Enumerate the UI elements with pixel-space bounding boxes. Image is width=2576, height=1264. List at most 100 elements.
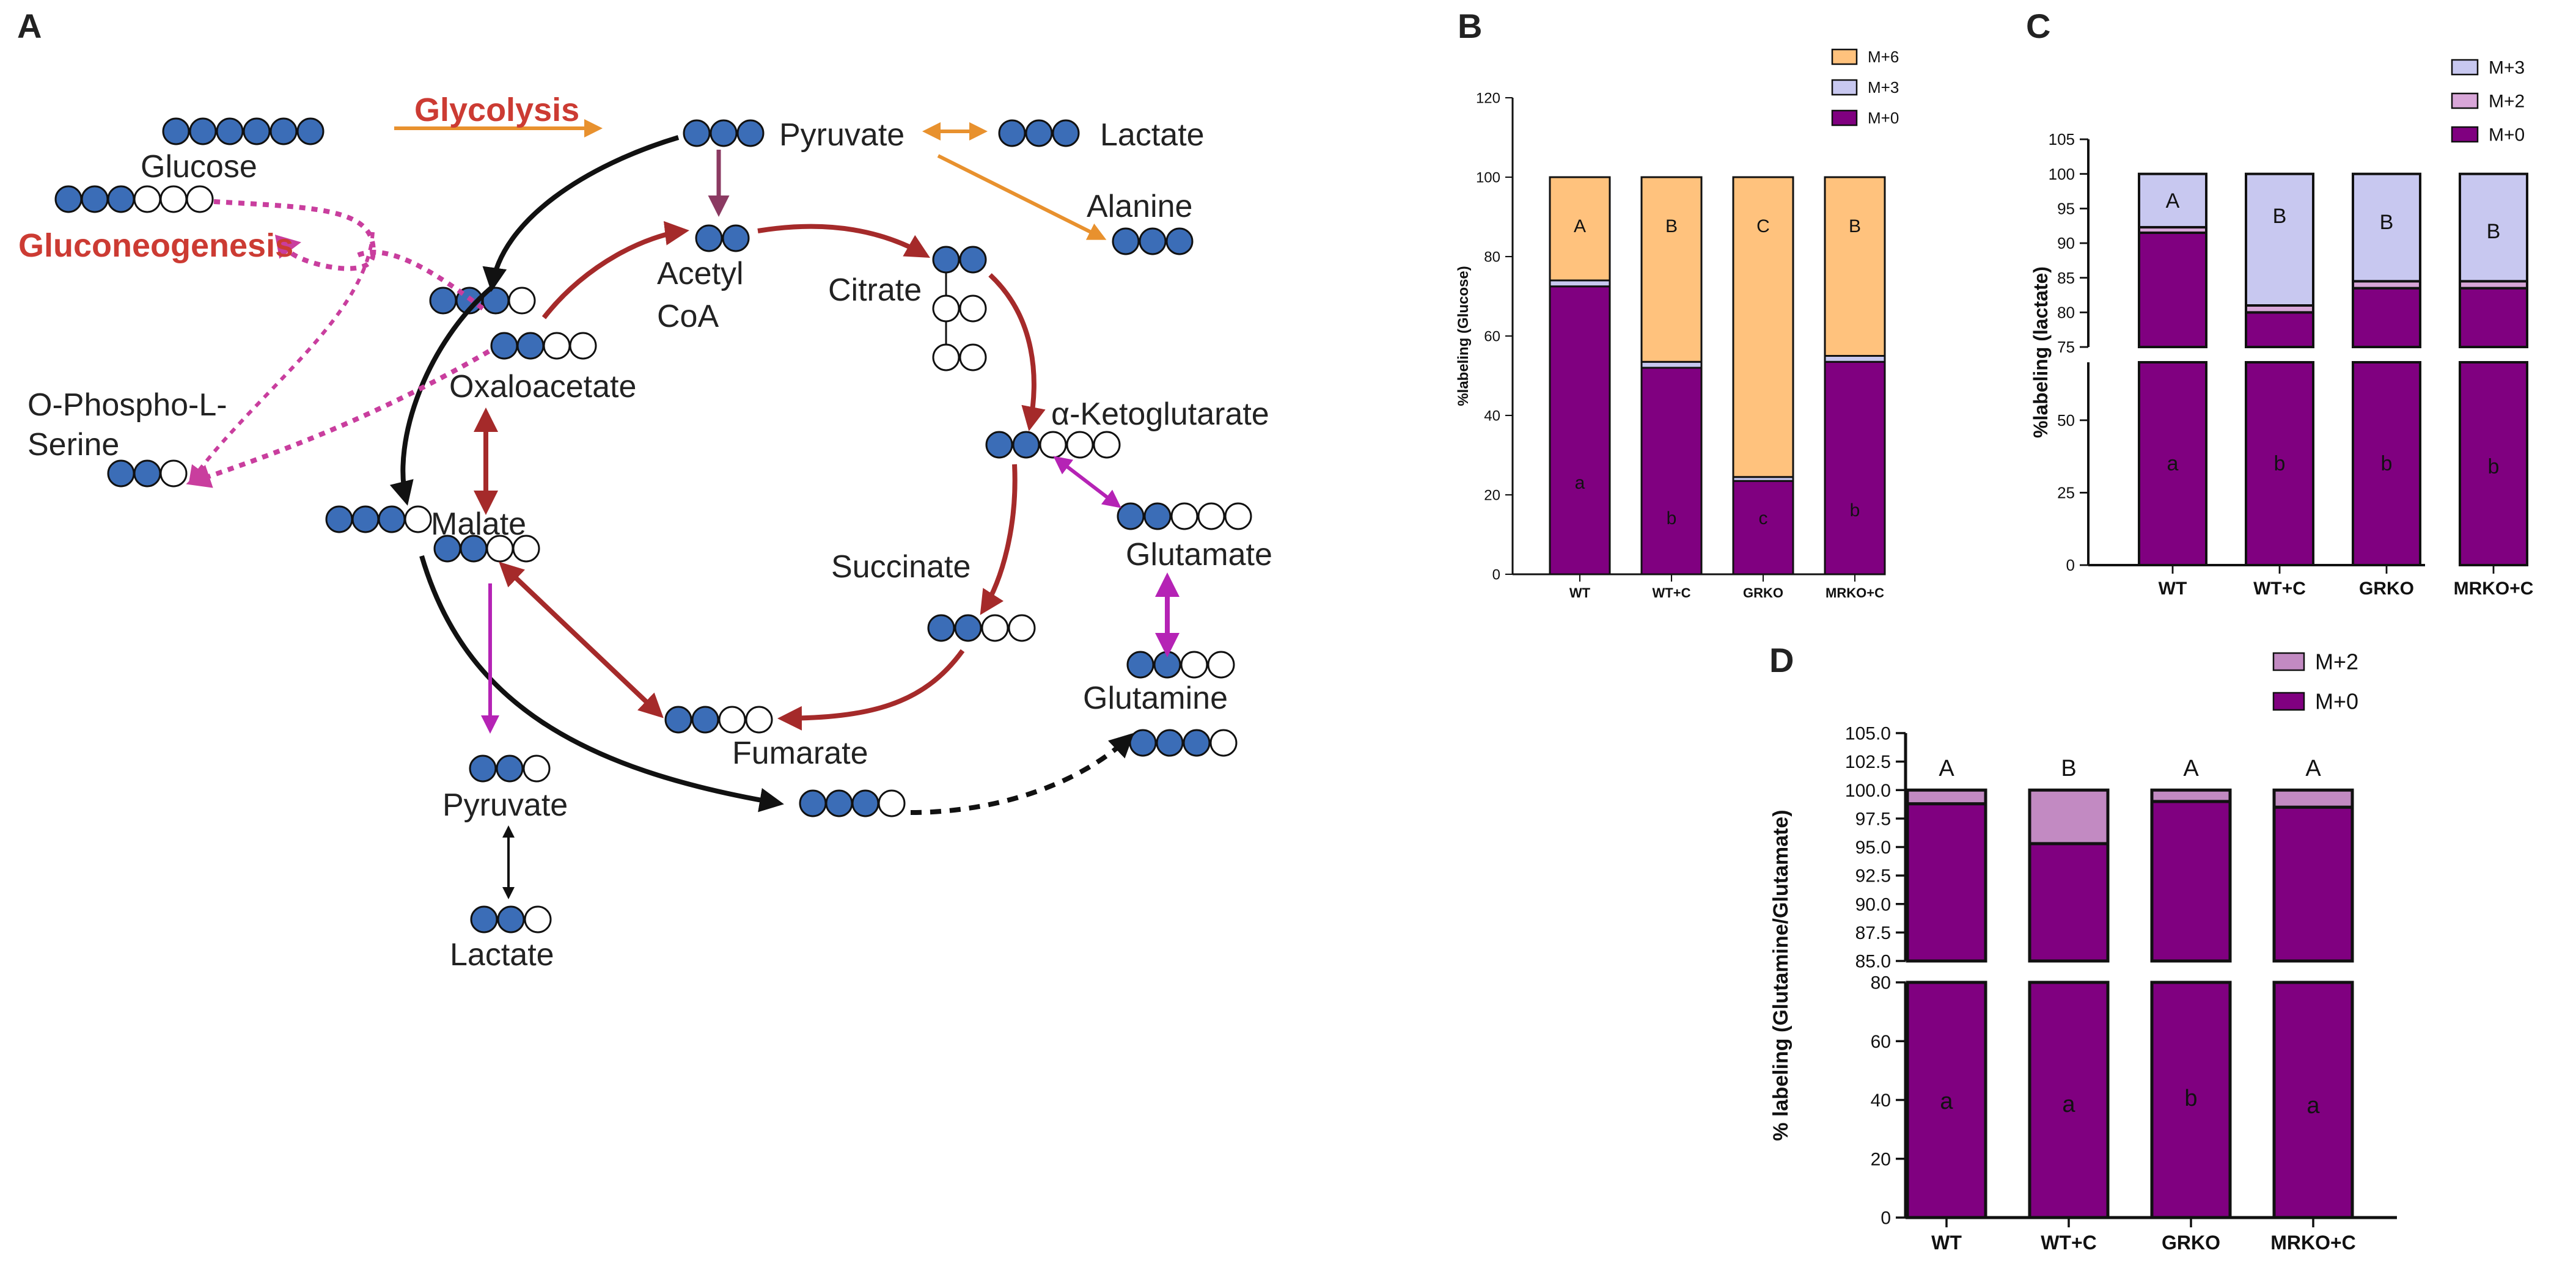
glycolysis-label: Glycolysis <box>414 92 579 128</box>
citrate-akg-arrow <box>988 273 1046 431</box>
ophospho-label-1: O-Phospho-L- <box>28 387 227 423</box>
bar-segment-mplus2 <box>2150 788 2232 803</box>
panel-label-a: A <box>17 7 42 45</box>
y-tick-label: 0 <box>1492 566 1500 583</box>
bar-segment-mplus3 <box>2138 172 2207 228</box>
significance-letter-lower: a <box>2062 1092 2075 1117</box>
legend-swatch <box>1831 79 1858 96</box>
y-tick-label: 0 <box>2066 556 2075 574</box>
significance-letter-lower: a <box>2306 1093 2320 1119</box>
bar-segment-mplus0 <box>2028 981 2110 1219</box>
ophospho-label-2: Serine <box>28 427 119 462</box>
legend-swatch <box>2272 652 2305 671</box>
pyruvate-carbons-top <box>683 119 765 147</box>
succinate-carbons <box>927 614 1036 642</box>
panel-label-b: B <box>1458 7 1482 45</box>
y-tick-label: 95 <box>2057 199 2075 217</box>
significance-letter-lower: b <box>1667 508 1677 528</box>
y-tick-label: 80 <box>2057 303 2075 321</box>
y-axis-label: % labeling (Glutamine/Glutamate) <box>1769 809 1793 1141</box>
bar-segment-mplus0 <box>2272 981 2354 1219</box>
glutamine-carbons-lower <box>1129 729 1238 757</box>
significance-letter-upper: A <box>1574 216 1586 236</box>
significance-letter-lower: b <box>2274 452 2286 475</box>
legend-label: M+6 <box>1868 48 1899 66</box>
succinate-fumarate-arrow <box>777 649 965 731</box>
glucose-carbons-labelled <box>54 185 214 213</box>
y-axis-label: %labeling (lactate) <box>2030 266 2052 438</box>
y-tick-label: 102.5 <box>1845 752 1891 772</box>
significance-letter-upper: A <box>2166 189 2180 213</box>
glutamine-carbons <box>1126 651 1235 679</box>
chart-d-glutamine-labeling: 02040608085.087.590.092.595.097.5100.010… <box>1769 649 2397 1254</box>
akg-carbons <box>985 431 1121 459</box>
x-tick-label: GRKO <box>2359 579 2414 599</box>
x-tick-label: MRKO+C <box>2270 1232 2356 1254</box>
legend-label: M+0 <box>1868 109 1899 127</box>
bar-segment-mplus6 <box>1640 176 1703 363</box>
significance-letter-upper: B <box>2487 220 2501 243</box>
bar-segment-mplus3 <box>2459 172 2528 283</box>
x-tick-label: WT+C <box>2041 1232 2097 1254</box>
y-tick-label: 90.0 <box>1855 894 1891 915</box>
y-tick-label: 92.5 <box>1855 866 1891 886</box>
citrate-label: Citrate <box>828 272 922 308</box>
legend-label: M+0 <box>2315 689 2358 714</box>
y-tick-label: 80 <box>1484 249 1500 265</box>
y-tick-label: 0 <box>1881 1208 1891 1229</box>
oaa-carbons-bottom <box>799 789 906 817</box>
y-tick-label: 60 <box>1484 328 1500 345</box>
y-tick-label: 80 <box>1871 973 1891 993</box>
y-tick-label: 100 <box>1476 169 1500 186</box>
pathway-arrows <box>186 119 1180 899</box>
pyruvate-alanine-arrow <box>937 154 1107 240</box>
legend-label: M+3 <box>1868 78 1899 97</box>
pyruvate-carbons-left <box>325 505 432 533</box>
legend-label: M+2 <box>2489 92 2525 112</box>
significance-letter-upper: A <box>2183 756 2199 781</box>
x-tick-label: WT <box>1569 585 1591 601</box>
bar-segment-mplus0 <box>2028 842 2110 963</box>
significance-letter-upper: A <box>2305 756 2321 781</box>
y-tick-label: 40 <box>1484 407 1500 424</box>
significance-letter-upper: B <box>1665 216 1678 236</box>
glucose-carbons-top <box>162 117 325 145</box>
bar-segment-mplus0 <box>2150 800 2232 963</box>
pyruvate-top-label: Pyruvate <box>779 117 905 153</box>
gluconeogenesis-arrow <box>213 199 376 271</box>
significance-letter-lower: b <box>2488 455 2500 478</box>
pathway-labels: Glycolysis Gluconeogenesis Glucose Pyruv… <box>18 92 1272 973</box>
y-tick-label: 85.0 <box>1855 952 1891 972</box>
legend-swatch <box>2272 692 2305 711</box>
y-tick-label: 105.0 <box>1845 724 1891 744</box>
fumarate-label: Fumarate <box>732 736 868 771</box>
fumarate-malate-arrow <box>499 561 664 718</box>
bar-segment-mplus0 <box>2352 287 2421 348</box>
legend-label: M+0 <box>2489 125 2525 145</box>
citrate-carbons <box>932 246 987 371</box>
bar-segment-mplus0 <box>1906 802 1987 963</box>
lactate-carbons-bottom <box>470 905 552 933</box>
y-tick-label: 100.0 <box>1845 781 1891 801</box>
bar-segment-mplus0 <box>1732 480 1794 575</box>
significance-letter-lower: b <box>2184 1086 2197 1111</box>
y-tick-label: 85 <box>2057 269 2075 287</box>
y-tick-label: 100 <box>2049 165 2075 183</box>
bar-segment-mplus0 <box>2459 287 2528 348</box>
pyruvate-carbons-mid <box>429 287 536 315</box>
significance-letter-lower: a <box>2167 452 2179 475</box>
legend-swatch <box>2451 126 2479 143</box>
glutamate-label: Glutamate <box>1126 537 1272 572</box>
y-tick-label: 97.5 <box>1855 809 1891 829</box>
y-tick-label: 20 <box>1871 1149 1891 1169</box>
significance-letter-upper: C <box>1756 216 1770 236</box>
akg-glutamate-arrow <box>1053 456 1121 508</box>
bar-segment-mplus6 <box>1549 176 1611 282</box>
akg-succinate-arrow <box>980 464 1018 615</box>
glutamine-label: Glutamine <box>1083 681 1228 716</box>
legend-swatch <box>2451 92 2479 109</box>
akg-label: α-Ketoglutarate <box>1051 396 1269 432</box>
oxaloacetate-carbons <box>490 332 597 360</box>
